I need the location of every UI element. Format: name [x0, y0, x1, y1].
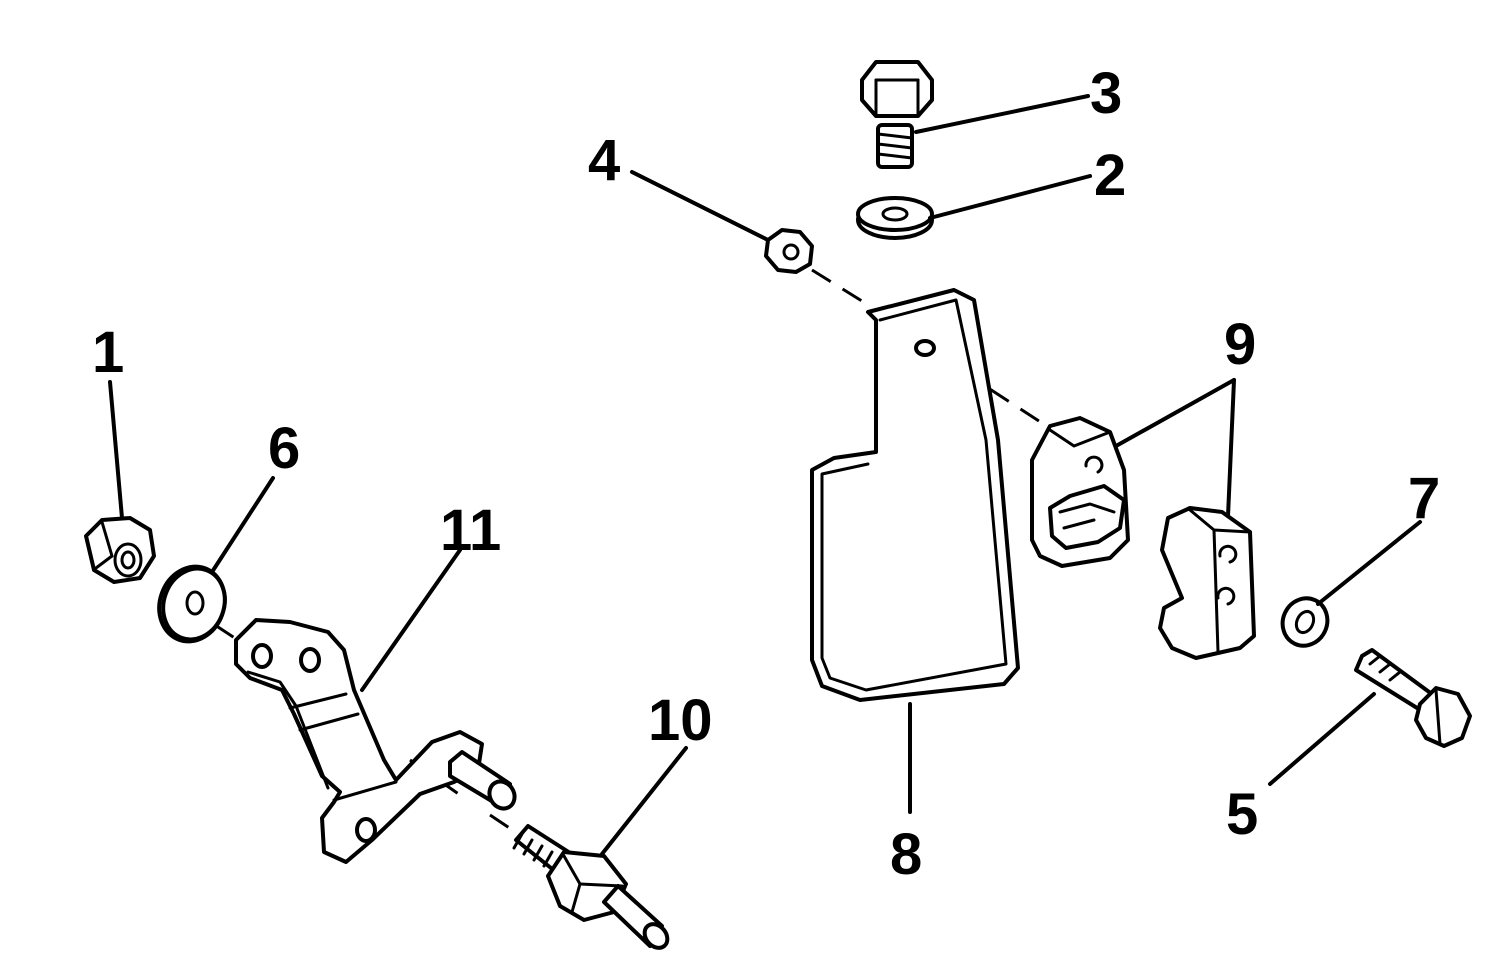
part-2-washer	[856, 196, 934, 240]
callout-7: 7	[1408, 466, 1440, 531]
part-10-threaded-stud	[512, 824, 670, 950]
callout-6: 6	[268, 416, 300, 481]
callout-4: 4	[588, 128, 620, 193]
part-9-clamp-front	[1030, 416, 1130, 568]
part-9-clamp-rear	[1158, 506, 1256, 660]
callout-8: 8	[890, 822, 922, 887]
callout-10: 10	[648, 688, 713, 753]
part-8-bracket-plate	[810, 288, 1020, 702]
leader-lines	[108, 94, 1422, 856]
part-5-hex-bolt	[1354, 648, 1472, 748]
part-3-hex-bolt	[860, 60, 934, 169]
part-4-nut	[764, 228, 814, 274]
callout-2: 2	[1094, 143, 1126, 208]
callout-1: 1	[92, 320, 124, 385]
part-6-washer	[157, 564, 227, 644]
callout-9: 9	[1224, 312, 1256, 377]
callout-5: 5	[1226, 782, 1258, 847]
callout-labels: 1 2 3 4 5 6 7 8 9 10 11	[92, 61, 1440, 887]
callout-11: 11	[440, 498, 501, 563]
part-11-lever	[234, 618, 517, 864]
part-1-hex-nut	[84, 516, 156, 584]
part-7-small-washer	[1280, 596, 1330, 648]
callout-3: 3	[1090, 61, 1122, 126]
